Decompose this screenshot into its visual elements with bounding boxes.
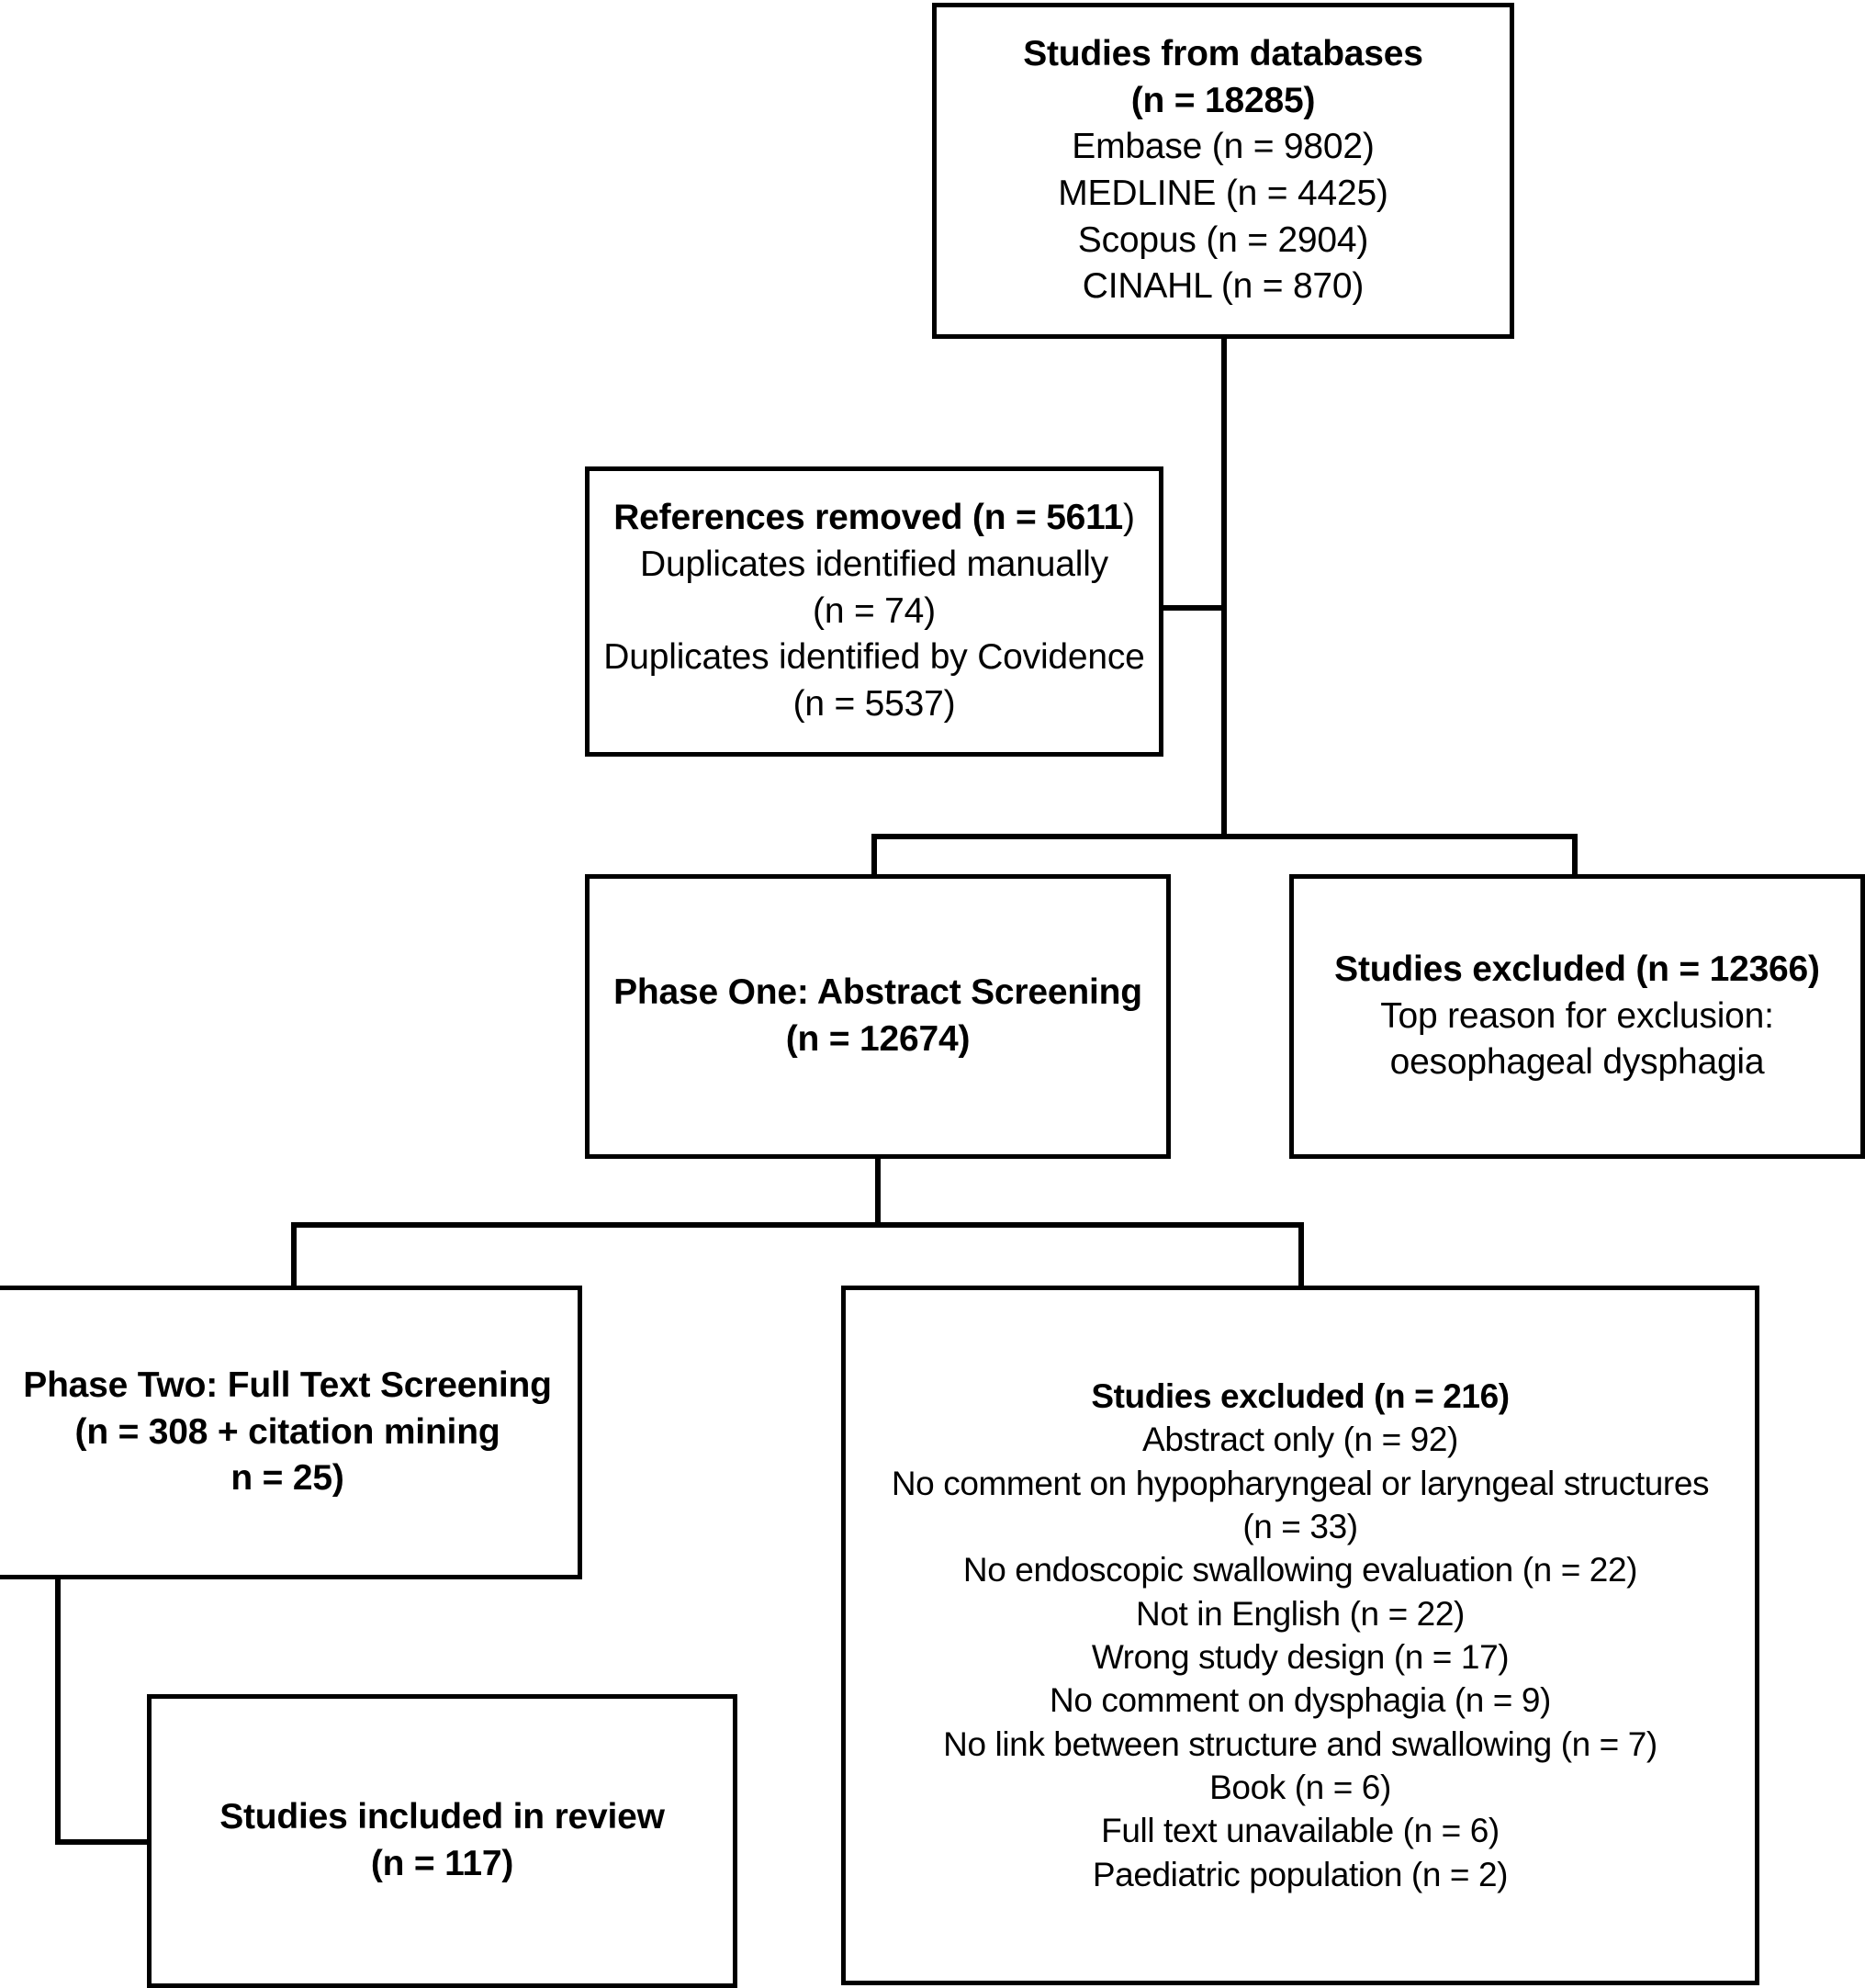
databases-source-scopus: Scopus (n = 2904): [1077, 219, 1369, 260]
box-studies-excluded-phase-one: Studies excluded (n = 12366) Top reason …: [1289, 874, 1865, 1159]
databases-source-embase: Embase (n = 9802): [1072, 127, 1375, 167]
phase-two-heading-line-2: (n = 308 + citation mining: [74, 1411, 500, 1452]
databases-heading-line-2: (n = 18285): [1130, 80, 1316, 120]
excluded-reason-no-hypopharyngeal-comment-count: (n = 33): [1242, 1507, 1358, 1545]
box-phase-two-full-text-screening: Phase Two: Full Text Screening (n = 308 …: [0, 1286, 582, 1579]
connector-phase-one-to-split-two: [875, 1156, 881, 1228]
databases-heading-line-1: Studies from databases: [1023, 33, 1423, 73]
phase-two-heading-line-1: Phase Two: Full Text Screening: [23, 1365, 552, 1405]
connector-split-two-left-drop: [291, 1222, 297, 1290]
box-studies-included-in-review: Studies included in review (n = 117): [147, 1694, 737, 1988]
references-removed-heading-bold: References removed (n = 5611: [613, 498, 1123, 538]
connector-split-one-bar: [871, 834, 1578, 839]
references-removed-line-4: (n = 5537): [792, 684, 956, 724]
excluded-phase-two-heading: Studies excluded (n = 216): [1091, 1376, 1510, 1415]
excluded-reason-wrong-study-design: Wrong study design (n = 17): [1091, 1638, 1510, 1676]
phase-two-heading-line-3: n = 25): [230, 1458, 344, 1499]
connector-databases-to-screening: [1221, 336, 1227, 839]
excluded-phase-one-heading: Studies excluded (n = 12366): [1334, 949, 1820, 989]
connector-split-one-left-drop: [871, 834, 877, 880]
references-removed-heading: References removed (n = 5611): [613, 495, 1135, 542]
box-studies-from-databases: Studies from databases (n = 18285) Embas…: [932, 3, 1514, 339]
connector-references-removed: [1160, 605, 1224, 611]
databases-source-medline: MEDLINE (n = 4425): [1058, 174, 1388, 213]
included-heading-line-1: Studies included in review: [219, 1797, 665, 1837]
excluded-phase-one-line-1: Top reason for exclusion:: [1380, 995, 1774, 1036]
phase-one-heading-line-1: Phase One: Abstract Screening: [613, 972, 1142, 1013]
box-references-removed: References removed (n = 5611) Duplicates…: [585, 466, 1163, 757]
phase-one-heading-line-2: (n = 12674): [785, 1019, 971, 1059]
excluded-reason-no-hypopharyngeal-comment: No comment on hypopharyngeal or laryngea…: [891, 1464, 1710, 1502]
connector-split-two-bar: [291, 1222, 1304, 1228]
excluded-reason-no-comment-on-dysphagia: No comment on dysphagia (n = 9): [1050, 1681, 1551, 1720]
excluded-reason-abstract-only: Abstract only (n = 92): [1142, 1421, 1458, 1459]
box-studies-excluded-phase-two: Studies excluded (n = 216) Abstract only…: [841, 1286, 1759, 1985]
databases-source-cinahl: CINAHL (n = 870): [1082, 266, 1365, 307]
connector-included-vertical: [55, 1576, 61, 1845]
excluded-reason-no-endoscopic-evaluation: No endoscopic swallowing evaluation (n =…: [962, 1551, 1638, 1589]
excluded-reason-not-in-english: Not in English (n = 22): [1136, 1594, 1465, 1633]
excluded-reason-paediatric-population: Paediatric population (n = 2): [1092, 1855, 1509, 1893]
references-removed-heading-tail: ): [1123, 498, 1135, 538]
connector-split-one-right-drop: [1572, 834, 1578, 880]
references-removed-line-3: Duplicates identified by Covidence: [603, 637, 1145, 678]
excluded-phase-one-line-2: oesophageal dysphagia: [1389, 1042, 1765, 1083]
box-phase-one-abstract-screening: Phase One: Abstract Screening (n = 12674…: [585, 874, 1171, 1159]
connector-included-horizontal: [55, 1839, 152, 1845]
references-removed-line-1: Duplicates identified manually: [640, 544, 1108, 584]
excluded-reason-book: Book (n = 6): [1209, 1769, 1391, 1807]
included-heading-line-2: (n = 117): [370, 1844, 514, 1883]
connector-split-two-right-drop: [1298, 1222, 1304, 1290]
references-removed-line-2: (n = 74): [813, 590, 936, 631]
excluded-reason-full-text-unavailable: Full text unavailable (n = 6): [1101, 1812, 1500, 1850]
excluded-reason-no-link-structure-swallowing: No link between structure and swallowing…: [943, 1724, 1657, 1763]
